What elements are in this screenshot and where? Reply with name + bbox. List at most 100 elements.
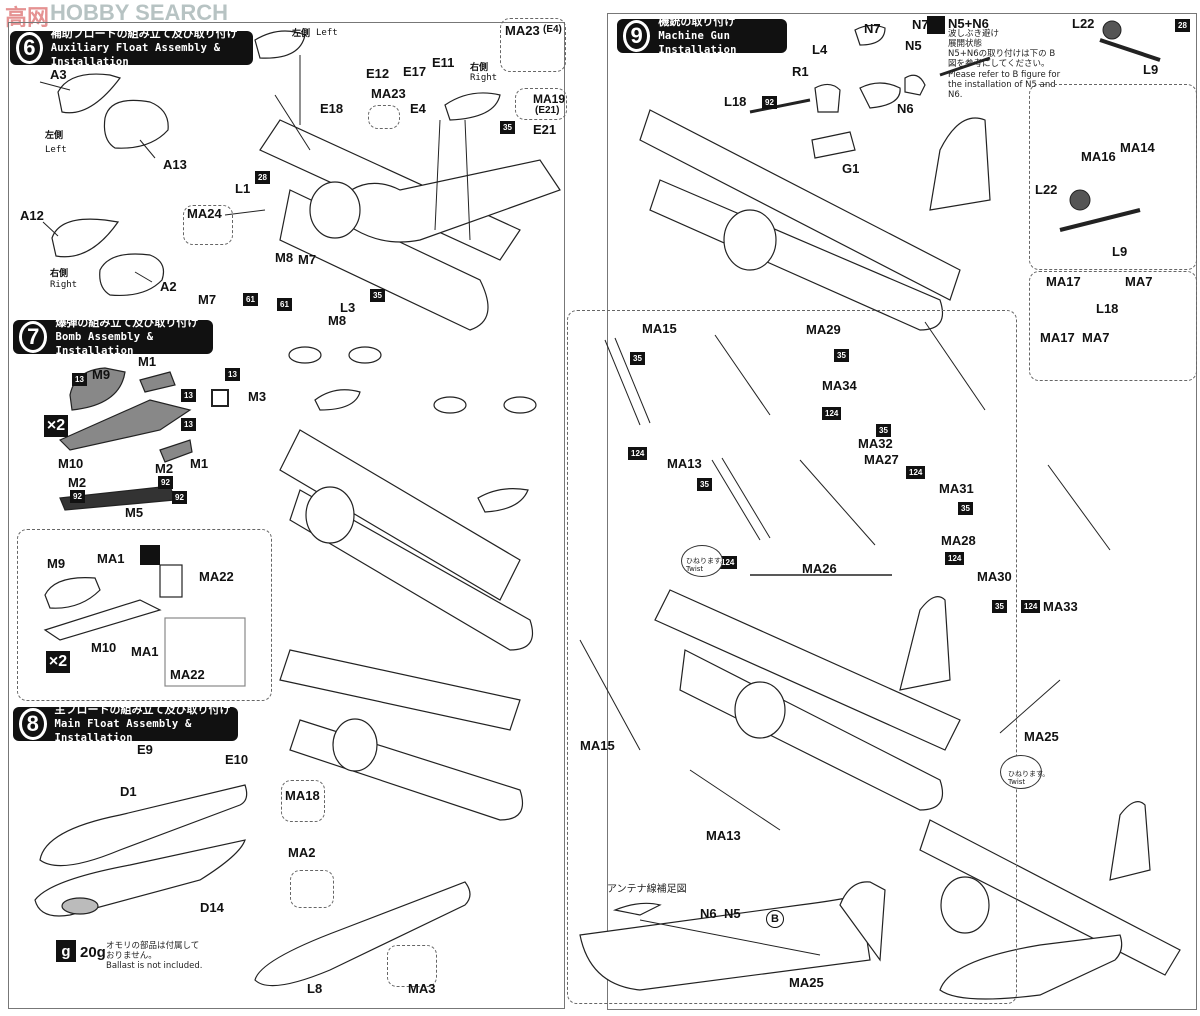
step7-header: 7 爆弾の組み立て及び取り付け Bomb Assembly & Installa… [13, 316, 213, 357]
photo-etch-icon [140, 545, 160, 565]
part-g1 [811, 131, 856, 159]
label-e10: E10 [225, 752, 249, 767]
step8-title-en: Main Float Assembly & Installation [54, 718, 192, 744]
label-n7a: N7 [864, 21, 881, 36]
label-ma17b: MA17 [1040, 330, 1075, 345]
label-m8a: M8 [275, 250, 294, 265]
paint-code-35-ma31: 35 [958, 502, 973, 515]
float-part-a2 [99, 253, 165, 297]
label-m8b: M8 [328, 313, 347, 328]
label-l1: L1 [235, 181, 251, 196]
step6-header: 6 補助フロートの組み立て及び取り付け Auxiliary Float Asse… [10, 27, 253, 68]
tail-rigging [899, 596, 951, 691]
label-m3: M3 [248, 389, 267, 404]
step6-number: 6 [16, 32, 43, 64]
label-n7b: N7 [912, 17, 929, 32]
label-l18: L18 [724, 94, 747, 109]
rigging-wire-ma13-3 [799, 459, 876, 546]
ma3-detail-box [387, 945, 437, 987]
photo-etch-bomb-box [17, 529, 272, 701]
twist-note-en-2: Twist [1008, 778, 1026, 786]
direction-arrows-icon [927, 16, 945, 34]
wingtip-float-step7-right [477, 488, 529, 513]
paint-code-35-ma15: 35 [630, 352, 645, 365]
part-l22-top [1102, 20, 1122, 40]
label-l22b: L22 [1035, 182, 1058, 197]
ma22-detail-box [164, 617, 246, 687]
bomb-small-3 [433, 396, 467, 414]
bomb-body-m10-b [43, 599, 162, 641]
label-a3: A3 [50, 67, 67, 82]
paint-code-124-ma34: 124 [822, 407, 842, 420]
ballast-note-jp-1: オモリの部品は付属して [106, 941, 200, 951]
part-n7 [854, 24, 886, 46]
paint-code-28-step9: 28 [1175, 19, 1190, 32]
label-ma24: MA24 [187, 206, 222, 221]
bomb-body-m10 [58, 399, 192, 451]
label-e9: E9 [137, 742, 153, 757]
label-l4: L4 [812, 42, 828, 57]
label-ma18: MA18 [285, 788, 320, 803]
label-g1: G1 [842, 161, 860, 176]
label-m2b: M2 [155, 461, 174, 476]
paint-code-35: 35 [500, 121, 515, 134]
label-r1: R1 [792, 64, 809, 79]
rigging-wire-ma25-installed [999, 679, 1061, 734]
paint-code-35b: 35 [370, 289, 385, 302]
step9-title-en: Machine Gun Installation [658, 30, 737, 56]
label-ma13a: MA13 [667, 456, 702, 471]
step6-title-jp: 補助フロートの組み立て及び取り付け [50, 27, 238, 40]
n5n6-note-jp-4: 図を参考にしてください。 [948, 59, 1050, 69]
quantity-x2-badge-2: ×2 [46, 651, 70, 673]
label-left-jp-aircraft: 左側 [292, 29, 311, 39]
paint-code-28: 28 [255, 171, 270, 184]
antenna-wire-b [639, 919, 821, 956]
rigging-wire-ma15-2 [614, 337, 651, 424]
step7-number: 7 [19, 321, 48, 353]
paint-code-61a: 61 [243, 293, 258, 306]
bomb-small-2 [348, 346, 382, 364]
main-float-final [939, 934, 1123, 1000]
paint-code-13c: 13 [225, 368, 240, 381]
main-float-d1 [39, 784, 248, 867]
label-a13: A13 [163, 157, 187, 172]
label-ma19: MA19 [533, 92, 566, 106]
upper-wing-side-b [612, 902, 662, 916]
step6-title-en: Auxiliary Float Assembly & Installation [50, 42, 221, 68]
n5n6-note-en-1: Please refer to B figure for [948, 70, 1061, 80]
rigging-wire-right-2 [1047, 464, 1111, 551]
rigging-wire-ma13-installed [689, 769, 781, 831]
upper-wing-step9 [639, 109, 961, 301]
twist-note-jp-2: ひねります。 [1008, 770, 1050, 778]
label-ma23-box: MA23 [505, 23, 540, 38]
float-part-a12 [51, 218, 120, 258]
paint-code-35-ma13: 35 [697, 478, 712, 491]
label-ma33: MA33 [1043, 599, 1078, 614]
part-l22-detail [1069, 189, 1091, 211]
rigging-wire-ma13-1 [711, 459, 761, 541]
wingtip-float-step7-left [314, 389, 361, 411]
label-m5: M5 [125, 505, 144, 520]
right-page-frame [607, 13, 1197, 1010]
ballast-weight: 20g [80, 944, 106, 961]
weight-icon: g [56, 940, 76, 962]
label-ma2: MA2 [288, 845, 316, 860]
fuselage-side-b [579, 894, 871, 991]
label-ma17a: MA17 [1046, 274, 1081, 289]
label-l3: L3 [340, 300, 356, 315]
paint-code-13d: 13 [181, 418, 196, 431]
step9-number: 9 [623, 20, 651, 52]
label-m1a: M1 [138, 354, 157, 369]
ma19-detail-box [515, 88, 567, 120]
step8-header: 8 主フロートの組み立て及び取り付け Main Float Assembly &… [13, 703, 238, 744]
step8-number: 8 [19, 708, 47, 740]
label-left-en-aircraft: Left [316, 28, 338, 38]
label-ma25: MA25 [1024, 729, 1059, 744]
label-m9: M9 [92, 367, 111, 382]
cowling-step9 [723, 209, 777, 271]
tail-side-b [839, 881, 886, 962]
label-ma28: MA28 [941, 533, 976, 548]
label-right-en-aircraft: Right [470, 73, 498, 83]
paint-code-92b: 92 [70, 490, 85, 503]
step7-title-en: Bomb Assembly & Installation [55, 331, 154, 357]
